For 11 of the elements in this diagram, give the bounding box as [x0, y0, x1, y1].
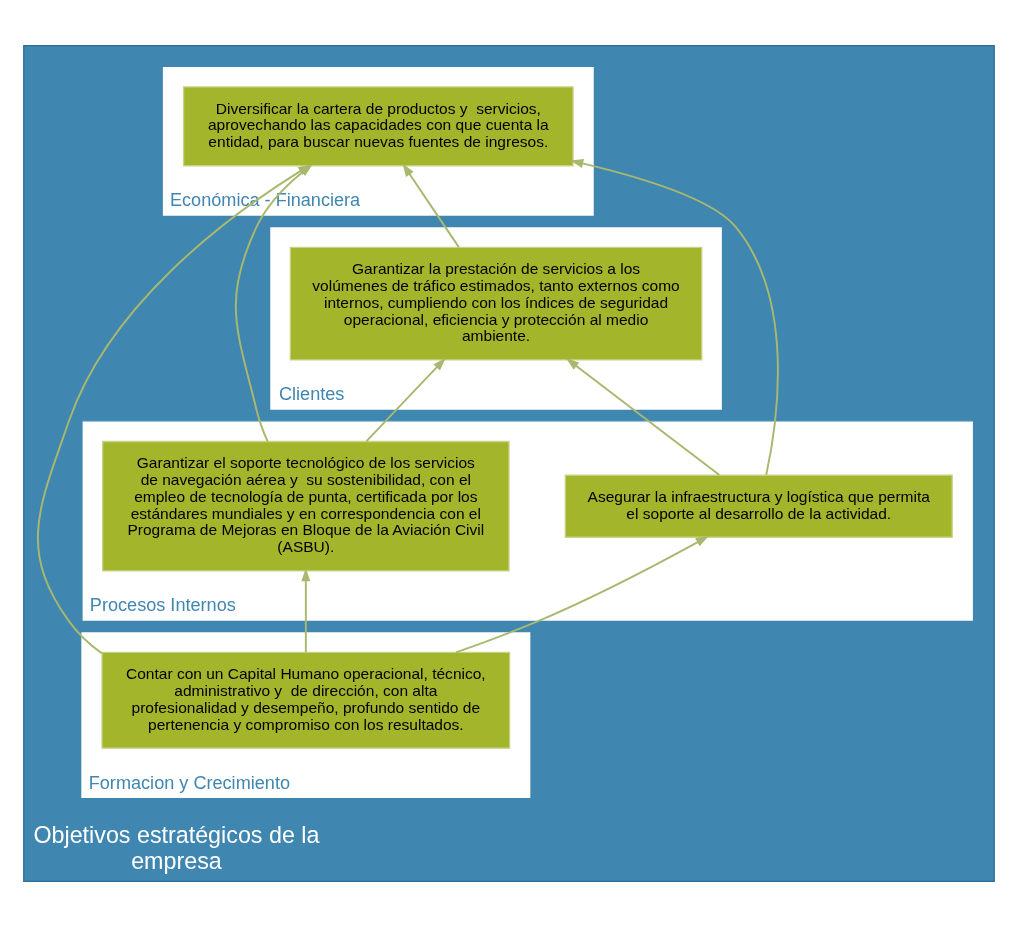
arrow: [570, 159, 779, 476]
node-box: Asegurar la infraestructura y logística que permita el soporte al desarrollo de la actividad.: [564, 474, 953, 538]
arrow: [455, 536, 709, 654]
arrow: [402, 163, 460, 249]
arrow: [566, 358, 721, 476]
node-box: Garantizar la prestación de servicios a los volúmenes de tráfico estimados, tanto externos como internos, cumpliendo con los índices de seguridad operacional, eficiencia y protección al medio ambiente.: [289, 246, 703, 361]
arrow: [365, 358, 446, 443]
node-box: Contar con un Capital Humano operacional, técnico, administrativo y de dirección, con alta profesionalidad y desempeño, profundo sentido de pertenencia y compromiso con los resultados.: [101, 651, 511, 749]
node-box: Diversificar la cartera de productos y servicios, aprovechando las capacidades con que cuenta la entidad, para buscar nuevas fuentes de ingresos.: [182, 86, 574, 167]
node-box: Garantizar el soporte tecnológico de los servicios de navegación aérea y su sostenibilidad, con el empleo de tecnología de punta, certificada por los estándares mundiales y en correspondencia con el Programa de Mejoras en Bloque de la Aviación Civil (ASBU).: [102, 440, 510, 572]
arrow: [301, 568, 311, 654]
